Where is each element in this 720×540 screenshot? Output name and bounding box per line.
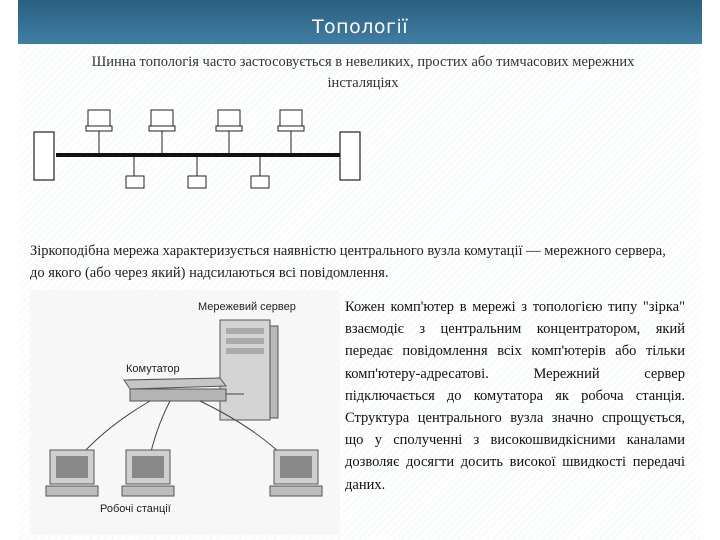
- workstations-label: Робочі станції: [100, 503, 171, 515]
- star-topology-intro: Зіркоподібна мережа характеризується ная…: [30, 243, 666, 281]
- star-topology-description: Кожен комп'ютер в мережі з топологією ти…: [345, 299, 685, 493]
- slide-title: Топології: [311, 16, 409, 38]
- switch-label: Комутатор: [126, 363, 180, 375]
- bus-computer-1: [85, 109, 113, 153]
- switch-icon: [123, 377, 227, 402]
- bus-cable: [56, 153, 340, 157]
- bus-terminator-left: [33, 131, 55, 181]
- bus-computer-5: [125, 157, 145, 189]
- bus-terminator-right: [339, 131, 361, 181]
- bus-computer-3: [215, 109, 243, 153]
- workstation-icon-2: [121, 449, 175, 497]
- title-bar: Топології: [18, 0, 702, 44]
- workstation-icon-1: [45, 449, 99, 497]
- bus-topology-caption: Шинна топологія часто застосовується в н…: [91, 54, 635, 91]
- server-label: Мережевий сервер: [198, 301, 296, 313]
- bus-computer-6: [187, 157, 207, 189]
- bus-computer-2: [148, 109, 176, 153]
- network-server-icon: [219, 319, 279, 421]
- bus-computer-4: [277, 109, 305, 153]
- workstation-icon-3: [269, 449, 323, 497]
- bus-computer-7: [250, 157, 270, 189]
- bus-topology-diagram: [33, 109, 361, 189]
- star-topology-diagram: Мережевий сервер Комутатор Робочі станці…: [30, 290, 340, 535]
